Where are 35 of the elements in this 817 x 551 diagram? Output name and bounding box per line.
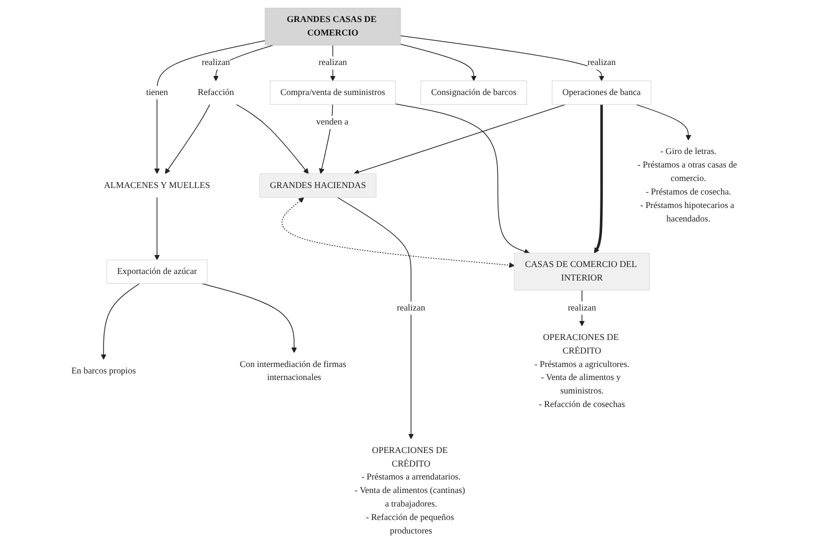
node-text: Refacción [198,88,234,98]
arrow [164,104,210,174]
arrow [154,196,160,260]
arrow [100,283,140,360]
node-text: En barcos propios [71,366,136,376]
node-box: Compra/venta de suministros [270,80,396,105]
arrow [400,35,604,82]
edge-label: tienen [146,88,168,98]
node-text: OPERACIONES DE CRÉDITO - Préstamos a arrendatarios. - Venta de alimentos (cantinas) a trabajadores. - Refacción de pequeños productores [354,446,466,536]
edge-label: realizan [318,58,347,68]
node-text: - Giro de letras. - Préstamos a otras casas de comercio. - Préstamos de cosecha. - Préstamos hipotecarios a hacendados. [637,147,737,224]
arrow [201,283,297,353]
node-box: Exportación de azúcar [106,260,208,284]
edge-label: venden a [316,118,348,128]
arrow [282,197,514,268]
edge-label: realizan [568,303,596,313]
edge-label: realizan [396,303,426,313]
arrow [594,104,603,254]
node-text: ALMACENES Y MUELLES [104,180,210,190]
arrow [400,44,476,82]
node-box: GRANDES CASAS DE COMERCIO [264,8,401,46]
node-box: Consignación de barcos [420,80,527,105]
arrow [236,104,309,174]
node-box: GRANDES HACIENDAS [259,173,376,198]
arrow [154,40,266,174]
arrow [394,104,530,254]
edge-label: realizan [587,58,616,68]
node-text: Con intermediación de firmas internacionales [240,360,346,383]
edge-label: realizan [202,58,230,68]
node-text: OPERACIONES DE CRÉDITO - Préstamos a agricultores. - Venta de alimentos y suministros. - Refacción de cosechas [534,332,630,410]
arrow [354,104,566,175]
node-box: CASAS DE COMERCIO DEL INTERIOR [514,252,650,290]
arrow [336,196,414,440]
node-box: Operaciones de banca [552,80,652,105]
arrow [636,104,692,140]
